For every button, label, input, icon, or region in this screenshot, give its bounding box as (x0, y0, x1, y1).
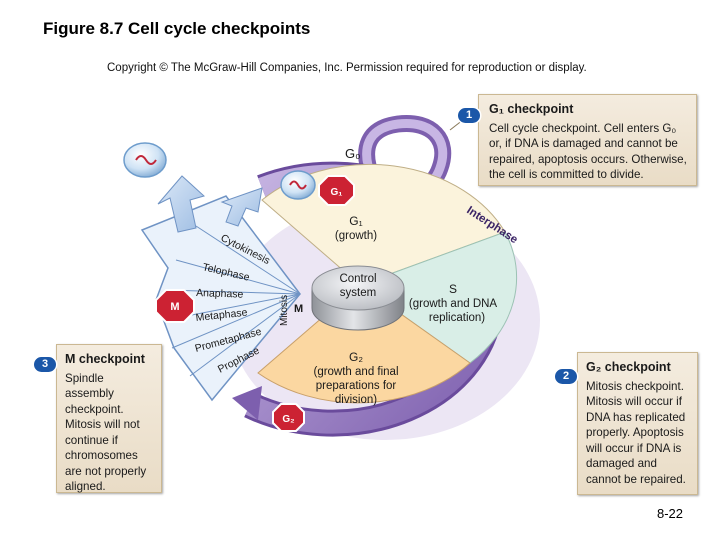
g1-checkpoint-label: G₁ (331, 187, 343, 198)
m-checkpoint-text: Spindle assembly checkpoint. Mitosis wil… (65, 371, 147, 494)
interphase-arrowhead (232, 386, 262, 420)
g0-label: G₀ (345, 146, 361, 161)
s-sector-desc-1: (growth and DNA (409, 298, 498, 310)
m-checkpoint-title: M checkpoint (65, 352, 145, 366)
m-checkpoint-callout: M checkpoint Spindle assembly checkpoint… (56, 344, 162, 493)
phase-metaphase: Metaphase (195, 307, 248, 324)
g2-checkpoint-label: G₂ (282, 414, 294, 425)
m-checkpoint-label: M (170, 301, 179, 313)
g1-checkpoint-title: G₁ checkpoint (489, 102, 574, 116)
g2-sector-title: G₂ (349, 350, 363, 364)
g1-checkpoint-icon: G₁ (318, 175, 355, 206)
callout-number-3: 3 (34, 357, 56, 372)
callout-number-2: 2 (555, 369, 577, 384)
g2-sector (257, 284, 471, 404)
g2-checkpoint-callout: G₂ checkpoint Mitosis checkpoint. Mitosi… (577, 352, 698, 495)
m-phase-label: M (294, 303, 303, 315)
daughter-cell-right (280, 170, 316, 200)
g2-checkpoint-title: G₂ checkpoint (586, 360, 671, 374)
g2-checkpoint-text: Mitosis checkpoint. Mitosis will occur i… (586, 379, 686, 486)
g1-sector-desc: (growth) (335, 230, 377, 242)
g1-checkpoint-text: Cell cycle checkpoint. Cell enters G₀ or… (489, 121, 687, 182)
control-system-label-1: Control (339, 273, 376, 285)
m-checkpoint-icon: M (155, 289, 195, 323)
daughter-arrow-right (220, 187, 263, 227)
slide-title: Figure 8.7 Cell cycle checkpoints (43, 19, 311, 38)
phase-anaphase: Anaphase (196, 287, 244, 301)
daughter-arrow-left (157, 175, 206, 233)
s-sector-title: S (449, 282, 457, 296)
g2-checkpoint-icon: G₂ (272, 403, 305, 432)
s-sector-desc-2: replication) (429, 312, 485, 324)
g1-sector-title: G₁ (349, 214, 362, 228)
copyright-notice: Copyright © The McGraw-Hill Companies, I… (107, 62, 587, 74)
page-number: 8-22 (657, 506, 684, 521)
callout-number-1: 1 (458, 108, 480, 123)
g2-sector-desc-3: division) (335, 394, 377, 406)
mitosis-fan (140, 195, 301, 402)
mitosis-label: Mitosis (279, 295, 290, 326)
control-system-label-2: system (340, 287, 376, 299)
s-sector (358, 231, 518, 364)
g2-sector-desc-1: (growth and final (313, 366, 398, 378)
control-system-cylinder (311, 265, 405, 331)
daughter-cell-left (123, 142, 167, 178)
g1-checkpoint-callout: G₁ checkpoint Cell cycle checkpoint. Cel… (478, 94, 697, 186)
g2-sector-desc-2: preparations for (316, 380, 397, 392)
